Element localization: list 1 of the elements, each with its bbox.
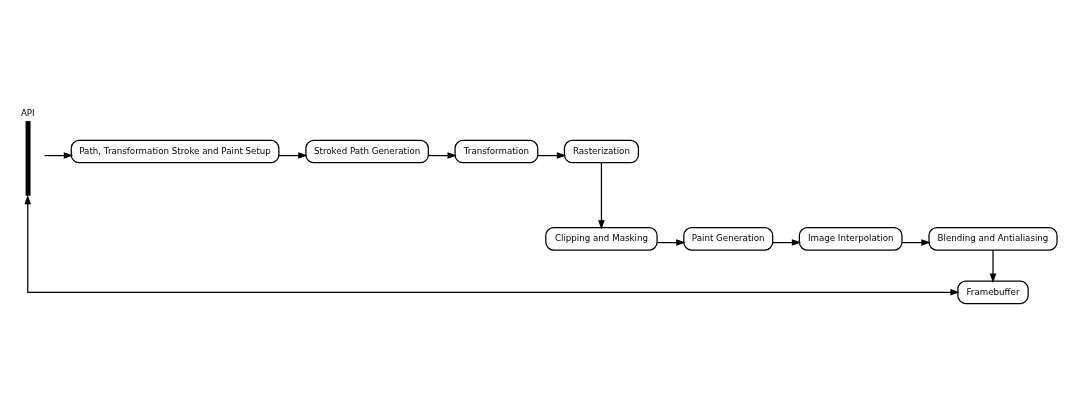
node-label: API bbox=[20, 108, 35, 119]
